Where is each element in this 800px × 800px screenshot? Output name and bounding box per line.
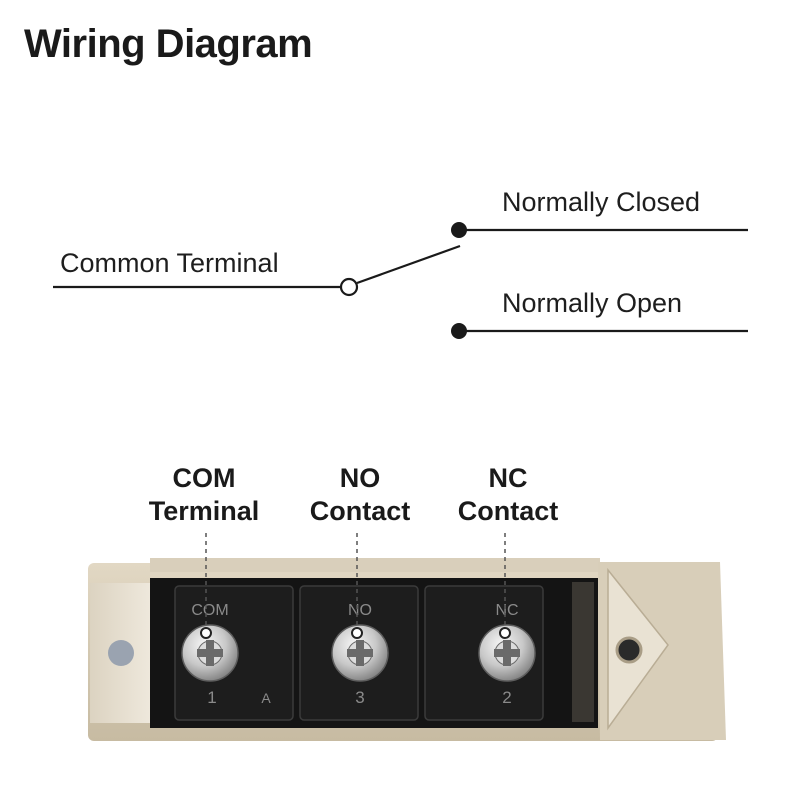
slot-number-1: 1	[207, 688, 216, 707]
nc-contact-callout: NC Contact	[457, 463, 559, 526]
nc-contact-dot	[451, 222, 467, 238]
slot-letter-a: A	[261, 690, 271, 706]
slot-number-2: 2	[502, 688, 511, 707]
housing-top-edge	[150, 558, 600, 572]
cavity-shadow-right	[572, 582, 594, 722]
pointer-ring-com	[200, 627, 212, 639]
page-title: Wiring Diagram	[24, 22, 313, 66]
com-terminal-callout: COM Terminal	[148, 463, 260, 526]
mounting-hole	[615, 636, 643, 664]
no-contact-dot	[451, 323, 467, 339]
screw-no	[331, 624, 389, 682]
left-indicator-dot	[108, 640, 134, 666]
slot-number-3: 3	[355, 688, 364, 707]
pointer-ring-nc	[499, 627, 511, 639]
screw-com	[181, 624, 239, 682]
pointer-ring-no	[351, 627, 363, 639]
slot-marking-no: NO	[348, 602, 372, 619]
switch-lever	[356, 244, 461, 285]
no-contact-callout: NO Contact	[309, 463, 411, 526]
normally-closed-label: Normally Closed	[502, 187, 701, 217]
common-terminal-label: Common Terminal	[60, 248, 279, 278]
screw-nc	[478, 624, 536, 682]
slot-marking-nc: NC	[495, 602, 518, 619]
slot-marking-com: COM	[191, 602, 228, 619]
common-pivot	[339, 277, 359, 297]
normally-open-label: Normally Open	[502, 288, 683, 318]
